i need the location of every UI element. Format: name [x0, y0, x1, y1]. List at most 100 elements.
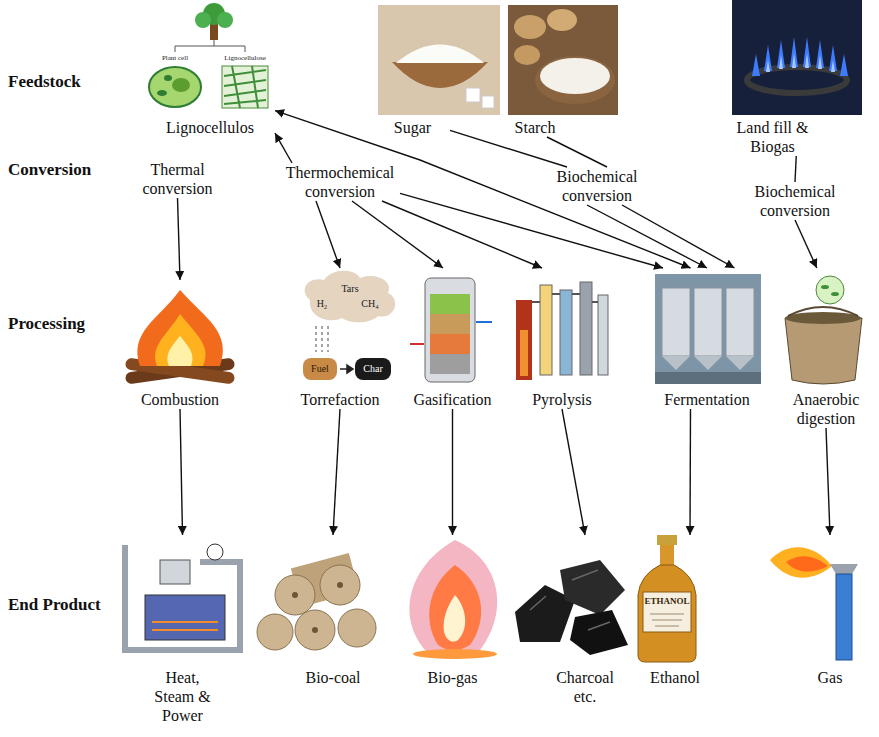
node-caption: Thermal conversion [130, 160, 225, 198]
node-caption: Charcoal etc. [551, 668, 619, 706]
flame-core [444, 595, 466, 642]
briquettes-icon [257, 553, 376, 650]
flow-arrow [275, 133, 292, 163]
boiler-box [145, 595, 225, 640]
cell-wall [149, 67, 201, 107]
node-caption: Ethanol [625, 668, 725, 687]
figure-label: Fuel [311, 363, 329, 375]
connectors [178, 111, 831, 535]
flow-arrow [795, 220, 817, 268]
conversion-node: Thermochemical conversion [280, 163, 400, 201]
flame-inner [786, 556, 828, 571]
process-node: Gasification [405, 268, 500, 409]
feedstock-node: Sugar [375, 5, 450, 137]
oxidation-zone [430, 334, 470, 354]
flow-arrow [547, 137, 607, 167]
flow-arrow [622, 205, 735, 268]
figure-label: Plant cell [162, 54, 188, 62]
digester-cover [788, 307, 858, 316]
row-heading: End Product [8, 595, 101, 615]
briquette-hole [292, 592, 298, 598]
bottle-label-text: ETHANOL [644, 596, 689, 606]
pipes [532, 294, 598, 302]
flame-base [413, 649, 497, 659]
plant-cell-icon [149, 67, 201, 107]
briquette-end [320, 565, 360, 605]
conversion-node: Biochemical conversion [547, 167, 647, 205]
tree-icon [195, 3, 233, 40]
reduction-zone [430, 354, 470, 374]
reactor [516, 300, 532, 380]
product-node: Bio-gas [400, 535, 505, 687]
feedstock-node: Land fill & Biogas [725, 5, 820, 156]
bottle-body [638, 565, 696, 662]
fermentation-photo [655, 274, 761, 384]
node-caption: Combustion [110, 390, 250, 409]
potato [547, 9, 577, 31]
flow-arrow [795, 156, 796, 182]
row-heading: Conversion [8, 160, 91, 180]
tree-canopy [217, 12, 233, 28]
gas-outlet [476, 321, 492, 323]
photo-ground [508, 5, 618, 115]
lignocellulose-icon [222, 66, 268, 108]
conversion-node: Thermal conversion [130, 160, 225, 198]
heating-coil [152, 622, 218, 630]
node-caption: Land fill & Biogas [725, 118, 820, 156]
gasifier-icon [410, 278, 492, 382]
blue-flames [752, 37, 848, 76]
node-caption: Torrefaction [290, 390, 390, 409]
bottle-neck [660, 545, 674, 565]
torrefaction-icon [303, 271, 395, 380]
bacterium [831, 292, 839, 296]
node-caption: Starch [505, 118, 565, 137]
flow-arrow [826, 428, 830, 535]
process-arrow [340, 365, 353, 373]
flame-cores [766, 53, 835, 72]
process-node: Pyrolysis [512, 268, 612, 409]
process-node: Fermentation [652, 268, 762, 409]
gas-torch-icon [770, 547, 858, 660]
ethanol-bottle-icon [638, 535, 696, 662]
air-inlet [410, 343, 424, 345]
sugar-cube [482, 96, 494, 108]
cell-nucleus [172, 78, 190, 92]
charcoal-lump [560, 560, 625, 615]
potato [514, 15, 546, 39]
flame-outer [137, 290, 223, 366]
gas-pipe [836, 574, 852, 660]
sugar-cube [466, 88, 480, 102]
flow-arrow [452, 409, 453, 535]
charcoal-lump [570, 610, 628, 655]
row-heading: Feedstock [8, 72, 81, 92]
bacteria-bubble [816, 276, 844, 304]
drum [160, 560, 190, 584]
photo-ground [378, 5, 500, 115]
tank-cone [726, 356, 754, 370]
node-caption: Lignocellulos [145, 118, 275, 137]
bottle-label [643, 592, 691, 632]
flow-arrow [587, 205, 707, 268]
label-lines [650, 614, 684, 626]
flame-mid [155, 314, 206, 366]
photo-ground [655, 274, 761, 384]
product-node: Heat, Steam & Power [115, 535, 250, 725]
gauge [207, 544, 223, 560]
vapour-lines [316, 326, 328, 352]
chloroplast [157, 90, 167, 96]
briquette-hole [337, 582, 343, 588]
tree-canopy [195, 12, 211, 28]
node-caption: Fermentation [652, 390, 762, 409]
briquette-end [295, 610, 335, 650]
figure-label: Char [363, 363, 382, 375]
flame-outer [409, 540, 497, 659]
column [540, 285, 552, 375]
flow-arrow [400, 193, 663, 268]
node-caption: Bio-gas [400, 668, 505, 687]
process-node: Anaerobic digestion [780, 268, 872, 428]
bottle-cap [657, 535, 677, 545]
feedstock-node: Starch [505, 5, 565, 137]
charcoal-sheen [530, 570, 610, 630]
fiber-box [222, 66, 268, 108]
nozzle [830, 564, 858, 574]
